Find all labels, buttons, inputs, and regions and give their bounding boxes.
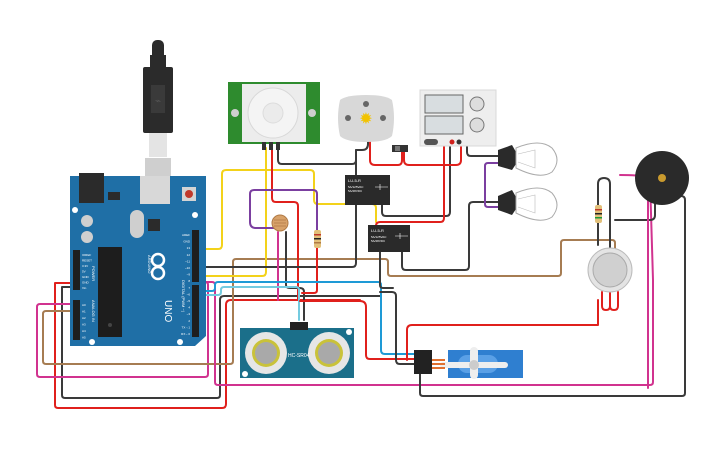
wire-magenta[interactable] — [36, 281, 209, 378]
digital-pin-label-3: ~3 — [187, 312, 191, 316]
wire-black[interactable] — [381, 144, 451, 217]
power-header-label: POWER — [91, 266, 96, 281]
power-pin-label-ioref: IOREF — [82, 253, 91, 257]
light-bulb-1[interactable] — [498, 142, 558, 176]
light-bulb-2[interactable] — [498, 187, 558, 221]
wire-black[interactable] — [401, 201, 499, 271]
digital-pin-label-9: ~9 — [187, 273, 191, 277]
digital-header-label: DIGITAL (PWM ~) — [181, 280, 186, 313]
analog-pin-label-a0: A0 — [82, 303, 86, 307]
wire-black[interactable] — [379, 291, 421, 365]
wire-black[interactable] — [355, 139, 369, 151]
analog-pin-label-a1: A1 — [82, 310, 86, 314]
usb-symbol-icon: ⌁ — [155, 96, 161, 107]
digital-pin-label-12: 12 — [187, 253, 191, 257]
digital-pin-label-tx1: TX→1 — [181, 325, 190, 329]
power-pin-label-reset: RESET — [82, 259, 92, 263]
wire-black[interactable] — [597, 177, 611, 249]
wire-red[interactable] — [375, 144, 445, 231]
wire-red[interactable] — [601, 291, 619, 311]
slide-switch[interactable] — [392, 145, 408, 152]
digital-pin-label-10: ~10 — [185, 266, 190, 270]
digital-pin-label-7: 7 — [188, 286, 190, 290]
analog-pin-label-a5: A5 — [82, 336, 86, 340]
dc-motor[interactable]: ✹ — [338, 95, 394, 142]
power-header[interactable] — [73, 250, 80, 290]
power-pin-label-vin: Vin — [82, 286, 87, 290]
pir-sensor[interactable] — [228, 82, 320, 150]
wire-black[interactable] — [379, 247, 394, 289]
relay-2-spec2: 5A/28VDC — [371, 239, 386, 243]
gas-sensor[interactable] — [587, 247, 633, 293]
wire-brown[interactable] — [42, 239, 616, 365]
wire-black[interactable] — [277, 147, 357, 165]
wire-red[interactable] — [301, 247, 318, 294]
digital-header[interactable] — [192, 230, 199, 337]
atmega-chip — [98, 247, 122, 337]
photoresistor[interactable] — [271, 214, 289, 232]
usb-cable[interactable]: ⌁ — [143, 40, 173, 178]
digital-pin-label-aref: AREF — [182, 233, 190, 237]
digital-pin-label-13: 13 — [187, 246, 191, 250]
power-supply[interactable] — [419, 89, 497, 147]
arduino-uno[interactable]: UNO ARDUINO DIGITAL (PWM ~) ANALOG IN PO… — [70, 173, 206, 346]
digital-pin-label-11: ~11 — [185, 259, 190, 263]
resistor-2[interactable] — [595, 205, 602, 223]
wire-red[interactable] — [369, 141, 403, 166]
wire-cyan[interactable] — [195, 286, 300, 321]
digital-pin-label-gnd: GND — [183, 240, 191, 244]
wire-purple[interactable] — [249, 189, 318, 231]
wire-red[interactable] — [299, 300, 421, 360]
relay-1-label: LU-5-R — [348, 178, 361, 183]
resistor-1[interactable] — [314, 230, 321, 248]
ultrasonic-sensor[interactable]: HC-SR04 — [240, 322, 354, 378]
analog-header-label: ANALOG IN — [91, 300, 96, 322]
relay-2-label: LU-5-R — [371, 228, 384, 233]
power-pin-label-5v: 5V — [82, 270, 86, 274]
digital-pin-labels: AREF GND 13 12 ~11 ~10 ~9 8 7 ~6 ~5 4 ~3 2TX→1RX←0 — [181, 233, 191, 336]
wire-black[interactable] — [419, 195, 686, 397]
power-pin-label-gnd: GND — [82, 281, 90, 285]
wire-red[interactable] — [271, 147, 299, 301]
digital-pin-label-8: 8 — [188, 279, 190, 283]
wires — [36, 139, 686, 409]
wire-black[interactable] — [61, 286, 381, 399]
wire-blue[interactable] — [195, 281, 421, 355]
piezo-buzzer[interactable] — [635, 151, 689, 205]
relay-1-spec2: 5A/28VDC — [348, 189, 363, 193]
arduino-logo-icon — [150, 252, 166, 281]
wire-red[interactable] — [403, 142, 462, 166]
arduino-logo-text: ARDUINO — [147, 255, 152, 273]
power-pin-label-33v: 3.3V — [82, 264, 88, 268]
analog-pin-label-a3: A3 — [82, 323, 86, 327]
gear-icon: ✹ — [359, 111, 372, 128]
wire-black[interactable] — [466, 141, 499, 157]
wire-purple[interactable] — [484, 162, 499, 208]
digital-pin-label-4: 4 — [188, 306, 190, 310]
relay-1[interactable]: LU-5-R 5A/125VAC 5A/28VDC — [345, 175, 390, 205]
relay-2[interactable]: LU-5-R 5A/125VAC 5A/28VDC — [368, 225, 410, 252]
digital-pin-label-2: 2 — [188, 319, 190, 323]
analog-pin-label-a2: A2 — [82, 316, 86, 320]
relay-1-spec1: 5A/125VAC — [348, 185, 364, 189]
wire-black[interactable] — [195, 159, 357, 268]
arduino-model-text: UNO — [162, 300, 173, 322]
power-jack — [79, 173, 104, 203]
digital-pin-label-6: ~6 — [187, 292, 191, 296]
power-pin-label-gnd: GND — [82, 275, 90, 279]
usb-port — [140, 176, 170, 204]
ultrasonic-model: HC-SR04 — [288, 353, 310, 359]
digital-pin-label-rx0: RX←0 — [181, 332, 190, 336]
relay-2-spec1: 5A/125VAC — [371, 235, 387, 239]
wire-red[interactable] — [406, 299, 599, 361]
analog-pin-label-a4: A4 — [82, 329, 86, 333]
micro-servo[interactable] — [414, 347, 523, 379]
wire-red[interactable] — [54, 282, 361, 409]
digital-pin-label-5: ~5 — [187, 299, 191, 303]
wire-yellow[interactable] — [195, 147, 267, 277]
wire-black[interactable] — [285, 231, 305, 321]
analog-header[interactable] — [73, 300, 80, 340]
